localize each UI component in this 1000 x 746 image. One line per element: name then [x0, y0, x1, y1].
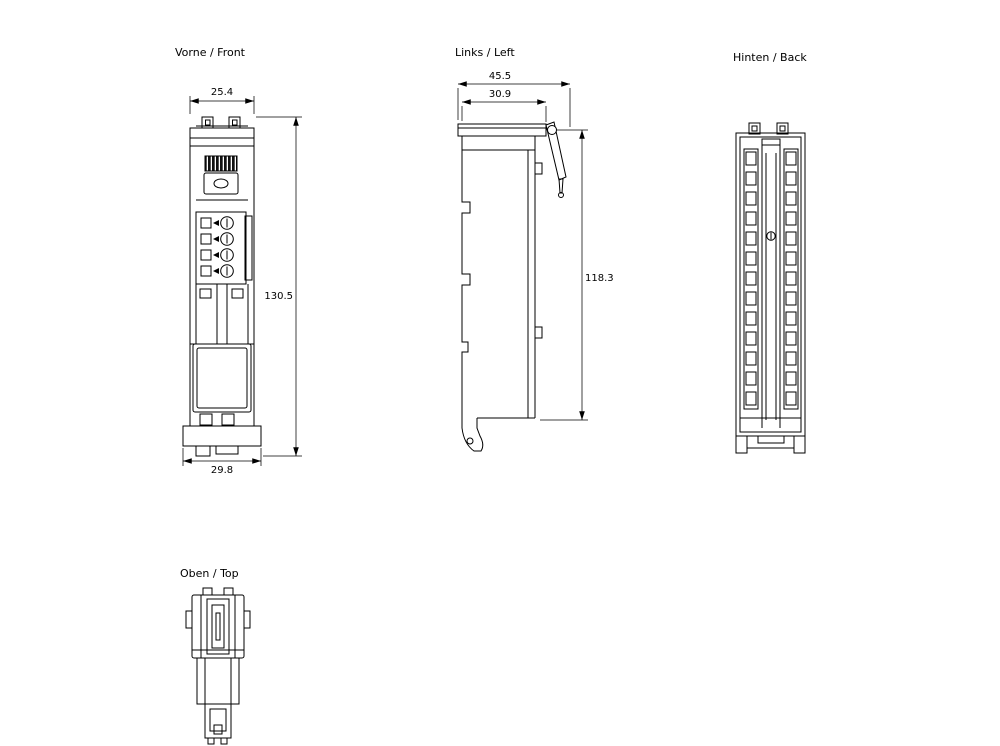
front-din-feet: [195, 445, 239, 457]
terminal-row: [200, 248, 234, 262]
front-dim-bottom-width: 29.8: [182, 448, 262, 476]
left-dim-height: 118.3: [540, 129, 614, 421]
top-view-label: Oben / Top: [180, 567, 239, 580]
left-view: Links / Left 45.5 30.9: [455, 46, 614, 452]
terminal-row: [200, 216, 234, 230]
back-feet: [735, 435, 806, 454]
top-upper-body: [191, 594, 245, 659]
back-center-channel: [761, 138, 781, 428]
front-label-plate: [196, 172, 248, 201]
front-dim-height: 130.5: [256, 116, 302, 457]
terminal-row: [200, 264, 234, 278]
back-ladder-left: [743, 148, 759, 410]
left-body-outline: [461, 136, 543, 419]
front-dim-top-width: 25.4: [189, 87, 255, 114]
terminal-row: [200, 232, 234, 246]
left-top-bar: [457, 123, 547, 137]
back-ladder-right: [783, 148, 799, 410]
front-dim-height-value: 130.5: [264, 291, 293, 302]
back-module: [735, 122, 806, 454]
front-dim-top-width-value: 25.4: [211, 87, 233, 98]
top-bottom-connector: [204, 703, 232, 745]
front-view: Vorne / Front 25.4: [175, 46, 302, 476]
front-top-clips: [196, 116, 248, 129]
left-din-latch: [545, 121, 567, 198]
top-module: [185, 587, 251, 745]
top-lower-body: [196, 657, 240, 705]
front-dim-bottom-width-value: 29.8: [211, 465, 233, 476]
front-base: [182, 413, 262, 447]
front-module: [182, 116, 262, 457]
back-view-label: Hinten / Back: [733, 51, 807, 64]
left-dim-overall-width: 45.5: [457, 71, 571, 127]
back-screw: [766, 231, 776, 241]
front-mid-section: [190, 284, 254, 345]
left-dim-overall-width-value: 45.5: [489, 71, 511, 82]
left-dim-inner-width-value: 30.9: [489, 89, 511, 100]
top-side-bumps: [185, 610, 251, 629]
back-view: Hinten / Back: [733, 51, 807, 454]
front-terminal-block: [195, 211, 253, 285]
back-top-clips: [748, 122, 789, 135]
front-pad: [192, 343, 252, 413]
left-rail-hook: [461, 410, 484, 452]
top-clips: [202, 587, 234, 596]
front-connector-hatch: [204, 155, 238, 172]
left-module: [457, 121, 567, 452]
front-view-label: Vorne / Front: [175, 46, 246, 59]
left-dim-height-value: 118.3: [585, 273, 614, 284]
top-view: Oben / Top: [180, 567, 251, 745]
left-view-label: Links / Left: [455, 46, 515, 59]
top-connector: [206, 598, 230, 655]
left-dim-inner-width: 30.9: [461, 89, 547, 122]
